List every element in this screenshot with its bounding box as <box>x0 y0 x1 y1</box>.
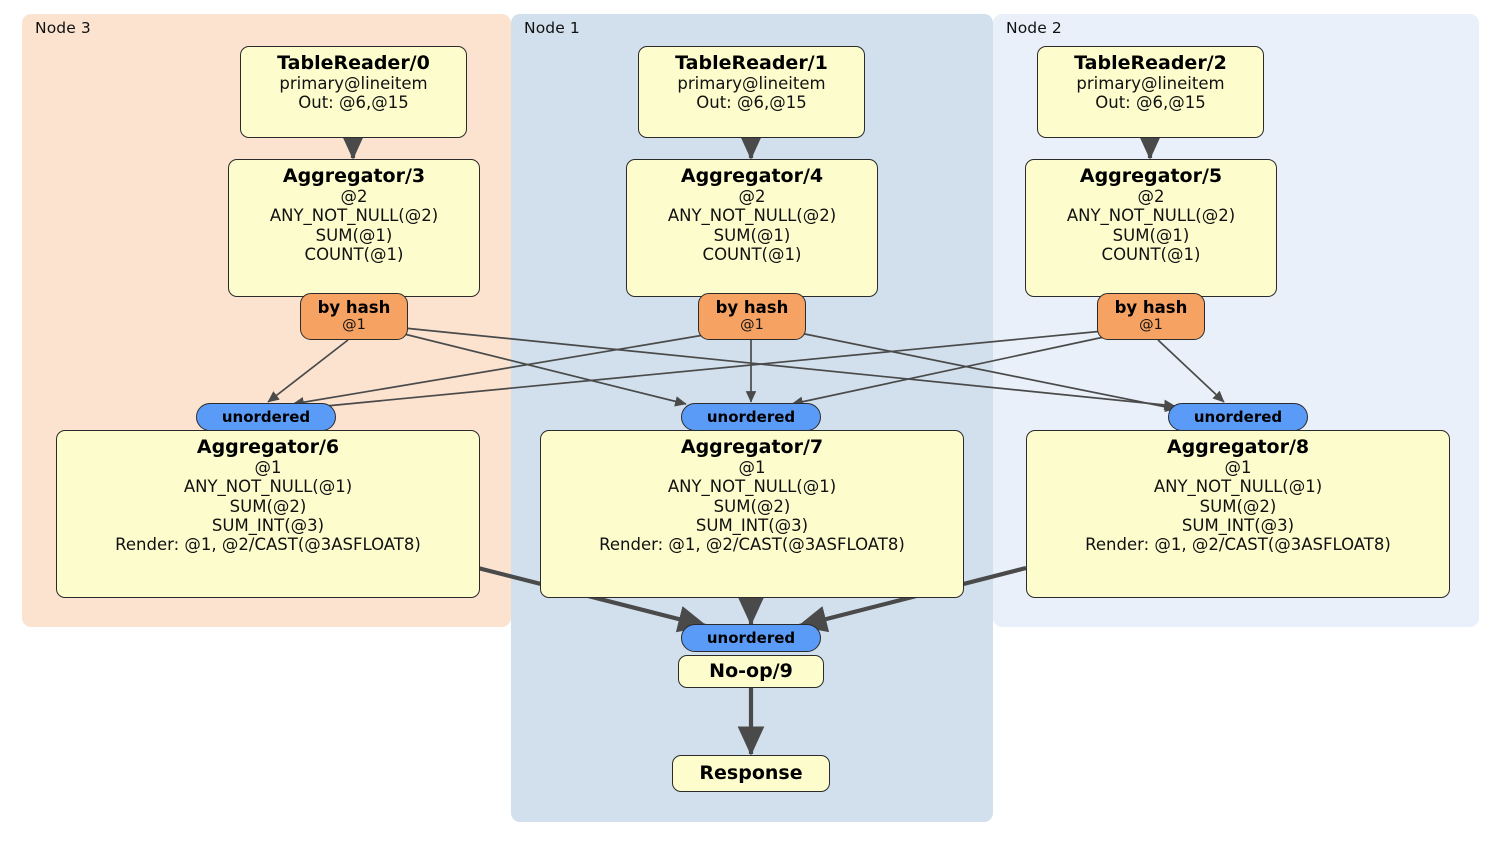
processor-line: @2 <box>340 187 368 207</box>
processor-line: Out: @6,@15 <box>1095 93 1206 113</box>
processor-line: ANY_NOT_NULL(@2) <box>1066 206 1236 226</box>
region-node-2-label: Node 2 <box>1006 19 1062 37</box>
edge-hash-crossbar <box>267 326 1225 414</box>
processor-title: Aggregator/8 <box>1166 436 1310 458</box>
processor-line: SUM(@2) <box>713 496 791 516</box>
processor-line: @1 <box>254 458 282 478</box>
processor-line: SUM(@1) <box>315 225 393 245</box>
processor-render-line: Render: @1, @2/CAST(@3ASFLOAT8) <box>115 534 421 554</box>
processor-tablereader-1[interactable]: TableReader/1 primary@lineitem Out: @6,@… <box>638 46 865 138</box>
processor-aggregator-6[interactable]: Aggregator/6 @1 ANY_NOT_NULL(@1) SUM(@2)… <box>56 430 480 598</box>
processor-aggregator-4[interactable]: Aggregator/4 @2 ANY_NOT_NULL(@2) SUM(@1)… <box>626 159 878 297</box>
processor-title: Response <box>699 762 803 785</box>
region-node-3-label: Node 3 <box>35 19 91 37</box>
router-columns: @1 <box>740 316 764 333</box>
processor-tablereader-2[interactable]: TableReader/2 primary@lineitem Out: @6,@… <box>1037 46 1264 138</box>
processor-response[interactable]: Response <box>672 755 830 792</box>
processor-line: COUNT(@1) <box>304 244 404 264</box>
processor-line: SUM_INT(@3) <box>695 515 809 535</box>
processor-title: Aggregator/7 <box>680 436 824 458</box>
synchronizer-label: unordered <box>1193 408 1283 426</box>
router-columns: @1 <box>342 316 366 333</box>
processor-line: @1 <box>1224 458 1252 478</box>
input-synchronizer-unordered-7[interactable]: unordered <box>681 403 821 431</box>
processor-line: ANY_NOT_NULL(@2) <box>269 206 439 226</box>
processor-tablereader-0[interactable]: TableReader/0 primary@lineitem Out: @6,@… <box>240 46 467 138</box>
processor-title: Aggregator/3 <box>282 165 426 187</box>
synchronizer-label: unordered <box>706 629 796 647</box>
edge-tablereader-to-aggregator <box>339 131 1164 160</box>
input-synchronizer-unordered-final[interactable]: unordered <box>681 624 821 652</box>
output-router-by-hash-3[interactable]: by hash @1 <box>300 293 408 340</box>
processor-line: COUNT(@1) <box>702 244 802 264</box>
processor-line: SUM(@2) <box>1199 496 1277 516</box>
processor-line: primary@lineitem <box>677 74 826 94</box>
input-synchronizer-unordered-6[interactable]: unordered <box>196 403 336 431</box>
processor-aggregator-3[interactable]: Aggregator/3 @2 ANY_NOT_NULL(@2) SUM(@1)… <box>228 159 480 297</box>
processor-line: Out: @6,@15 <box>696 93 807 113</box>
processor-render-line: Render: @1, @2/CAST(@3ASFLOAT8) <box>1085 534 1391 554</box>
processor-render-line: Render: @1, @2/CAST(@3ASFLOAT8) <box>599 534 905 554</box>
processor-line: SUM(@1) <box>713 225 791 245</box>
processor-aggregator-7[interactable]: Aggregator/7 @1 ANY_NOT_NULL(@1) SUM(@2)… <box>540 430 964 598</box>
processor-no-op-9[interactable]: No-op/9 <box>678 655 824 688</box>
processor-title: No-op/9 <box>709 660 793 683</box>
processor-line: SUM(@1) <box>1112 225 1190 245</box>
region-node-1-label: Node 1 <box>524 19 580 37</box>
processor-line: ANY_NOT_NULL(@1) <box>667 477 837 497</box>
processor-line: primary@lineitem <box>279 74 428 94</box>
synchronizer-label: unordered <box>706 408 796 426</box>
processor-title: TableReader/1 <box>675 52 828 74</box>
processor-line: SUM(@2) <box>229 496 307 516</box>
processor-line: COUNT(@1) <box>1101 244 1201 264</box>
processor-line: @1 <box>738 458 766 478</box>
processor-aggregator-8[interactable]: Aggregator/8 @1 ANY_NOT_NULL(@1) SUM(@2)… <box>1026 430 1450 598</box>
processor-line: primary@lineitem <box>1076 74 1225 94</box>
processor-line: SUM_INT(@3) <box>1181 515 1295 535</box>
output-router-by-hash-4[interactable]: by hash @1 <box>698 293 806 340</box>
processor-title: Aggregator/5 <box>1079 165 1223 187</box>
router-label: by hash <box>317 298 391 318</box>
router-label: by hash <box>1114 298 1188 318</box>
processor-title: Aggregator/4 <box>680 165 824 187</box>
processor-line: @2 <box>738 187 766 207</box>
output-router-by-hash-5[interactable]: by hash @1 <box>1097 293 1205 340</box>
router-label: by hash <box>715 298 789 318</box>
processor-line: SUM_INT(@3) <box>211 515 325 535</box>
processor-title: Aggregator/6 <box>196 436 340 458</box>
synchronizer-label: unordered <box>221 408 311 426</box>
processor-title: TableReader/2 <box>1074 52 1227 74</box>
router-columns: @1 <box>1139 316 1163 333</box>
processor-aggregator-5[interactable]: Aggregator/5 @2 ANY_NOT_NULL(@2) SUM(@1)… <box>1025 159 1277 297</box>
processor-line: Out: @6,@15 <box>298 93 409 113</box>
processor-line: ANY_NOT_NULL(@1) <box>1153 477 1323 497</box>
processor-line: @2 <box>1137 187 1165 207</box>
processor-line: ANY_NOT_NULL(@1) <box>183 477 353 497</box>
processor-line: ANY_NOT_NULL(@2) <box>667 206 837 226</box>
processor-title: TableReader/0 <box>277 52 430 74</box>
input-synchronizer-unordered-8[interactable]: unordered <box>1168 403 1308 431</box>
